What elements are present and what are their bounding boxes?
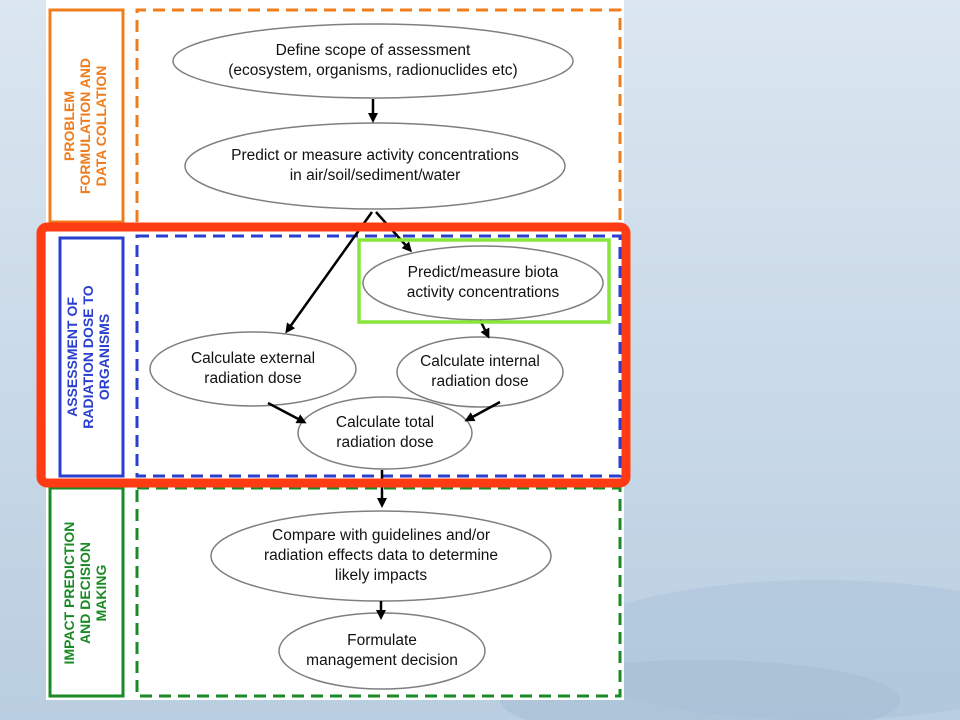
external-dose-text: Calculate external radiation dose (190, 350, 316, 387)
total-dose-node (297, 396, 473, 470)
arrow-external-to-total (267, 401, 307, 424)
assessment-stage-label: ASSESSMENT OF RADIATION DOSE TO ORGANISM… (64, 285, 112, 429)
assessment-stage-box (58, 236, 125, 478)
decision-text: Formulate management decision (306, 632, 458, 669)
internal-dose-text: Calculate internal radiation dose (420, 353, 540, 390)
predict-env-node (184, 122, 566, 210)
internal-dose-node (396, 336, 564, 408)
highlight-green-box (357, 238, 611, 324)
problem-stage-box (48, 8, 125, 224)
total-dose-text: Calculate total radiation dose (335, 414, 435, 451)
define-scope-text: Define scope of assessment (ecosystem, o… (228, 42, 518, 79)
problem-stage-label: PROBLEM FORMULATION AND DATA COLLATION (61, 57, 109, 195)
compare-text: Compare with guidelines and/or radiation… (263, 527, 499, 584)
impact-stage-box (48, 486, 125, 698)
impact-stage-region (135, 486, 622, 698)
highlight-red-box (36, 222, 631, 488)
arrow-env-to-external (285, 211, 374, 334)
predict-biota-node (362, 245, 604, 321)
problem-stage-region (135, 8, 622, 222)
predict-env-text: Predict or measure activity concentratio… (231, 147, 519, 184)
arrow-internal-to-total (464, 400, 501, 422)
predict-biota-text: Predict/measure biota activity concentra… (406, 264, 560, 301)
external-dose-node (149, 331, 357, 407)
impact-stage-label: IMPACT PREDICTION AND DECISION MAKING (61, 521, 109, 665)
define-scope-node (172, 23, 574, 99)
